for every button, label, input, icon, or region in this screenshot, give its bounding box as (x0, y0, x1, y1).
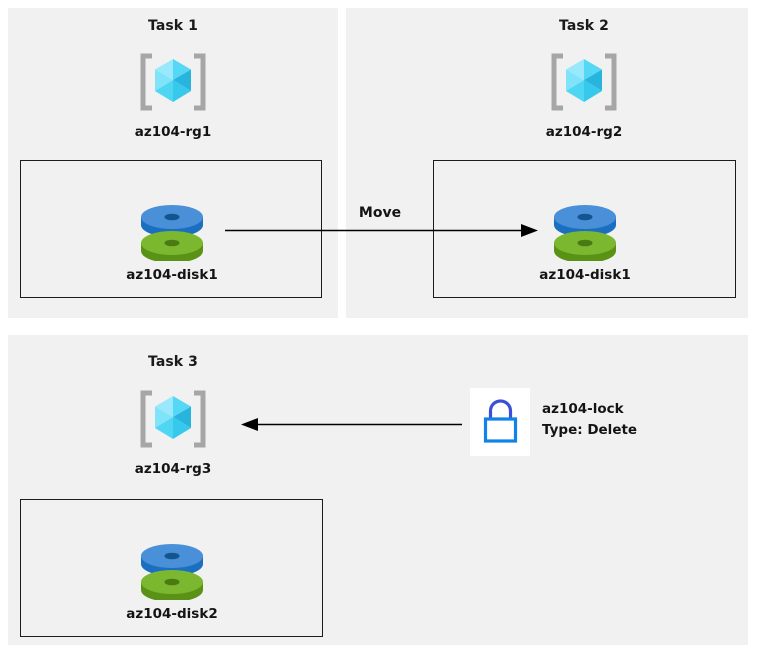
lock-type: Type: Delete (542, 422, 638, 438)
task-title-1: Task 1 (147, 18, 199, 34)
resource-group-cube-icon (140, 53, 206, 111)
resource-group-cube-icon (551, 53, 617, 111)
resource-container-task1 (20, 160, 322, 298)
task-title-3: Task 3 (147, 354, 199, 370)
disk-label-3: az104-disk2 (126, 606, 218, 622)
resource-group-cube-icon (140, 390, 206, 448)
task-title-2: Task 2 (558, 18, 610, 34)
disk-label-2: az104-disk1 (539, 267, 631, 283)
resource-group-label-3: az104-rg3 (134, 461, 212, 477)
disk-label-1: az104-disk1 (126, 267, 218, 283)
padlock-icon (483, 399, 518, 443)
lock-icon-card (470, 388, 530, 456)
resource-group-label-1: az104-rg1 (134, 124, 212, 140)
move-connector-label: Move (358, 205, 402, 221)
resource-group-label-2: az104-rg2 (545, 124, 623, 140)
managed-disk-icon (554, 205, 616, 261)
managed-disk-icon (141, 205, 203, 261)
lock-text-block: az104-lock Type: Delete (542, 399, 742, 441)
managed-disk-icon (141, 544, 203, 600)
lock-name: az104-lock (542, 401, 624, 417)
